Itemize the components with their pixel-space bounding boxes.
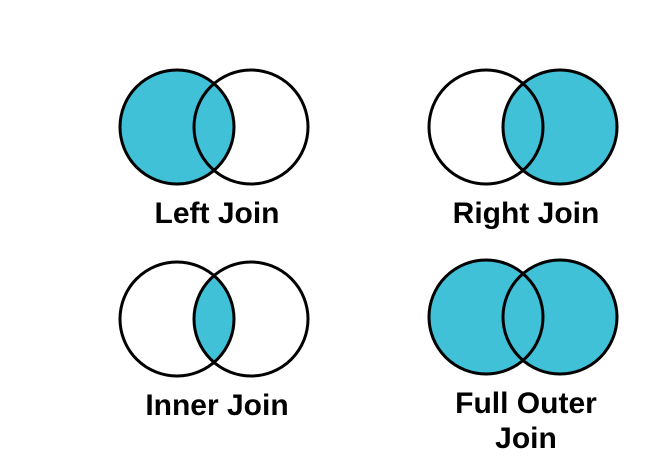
right-circle-outline bbox=[192, 68, 310, 186]
venn-graphic-full-outer-join bbox=[427, 258, 619, 376]
venn-graphic-inner-join bbox=[118, 260, 310, 378]
venn-label-left-join: Left Join bbox=[154, 197, 280, 230]
left-circle-outline bbox=[118, 68, 236, 186]
left-circle-fill bbox=[120, 70, 234, 184]
intersection-fill bbox=[193, 275, 235, 363]
venn-graphic-left-join bbox=[118, 68, 310, 186]
venn-cell-left-join: Left Join bbox=[116, 66, 318, 231]
venn-cell-full-outer-join: Full Outer Join bbox=[425, 256, 627, 456]
left-circle-outline bbox=[427, 258, 545, 376]
right-circle-outline bbox=[501, 258, 619, 376]
venn-label-right-join: Right Join bbox=[452, 197, 600, 230]
left-circle-outline bbox=[118, 260, 236, 378]
right-circle-outline bbox=[501, 68, 619, 186]
right-circle-outline bbox=[192, 260, 310, 378]
right-circle-fill bbox=[503, 70, 617, 184]
venn-label-full-outer-join: Full Outer Join bbox=[455, 387, 597, 455]
venn-cell-right-join: Right Join bbox=[425, 66, 627, 231]
right-circle-fill bbox=[503, 260, 617, 374]
venn-label-inner-join: Inner Join bbox=[145, 389, 289, 422]
venn-cell-inner-join: Inner Join bbox=[116, 258, 318, 423]
left-circle-outline bbox=[427, 68, 545, 186]
venn-graphic-right-join bbox=[427, 68, 619, 186]
